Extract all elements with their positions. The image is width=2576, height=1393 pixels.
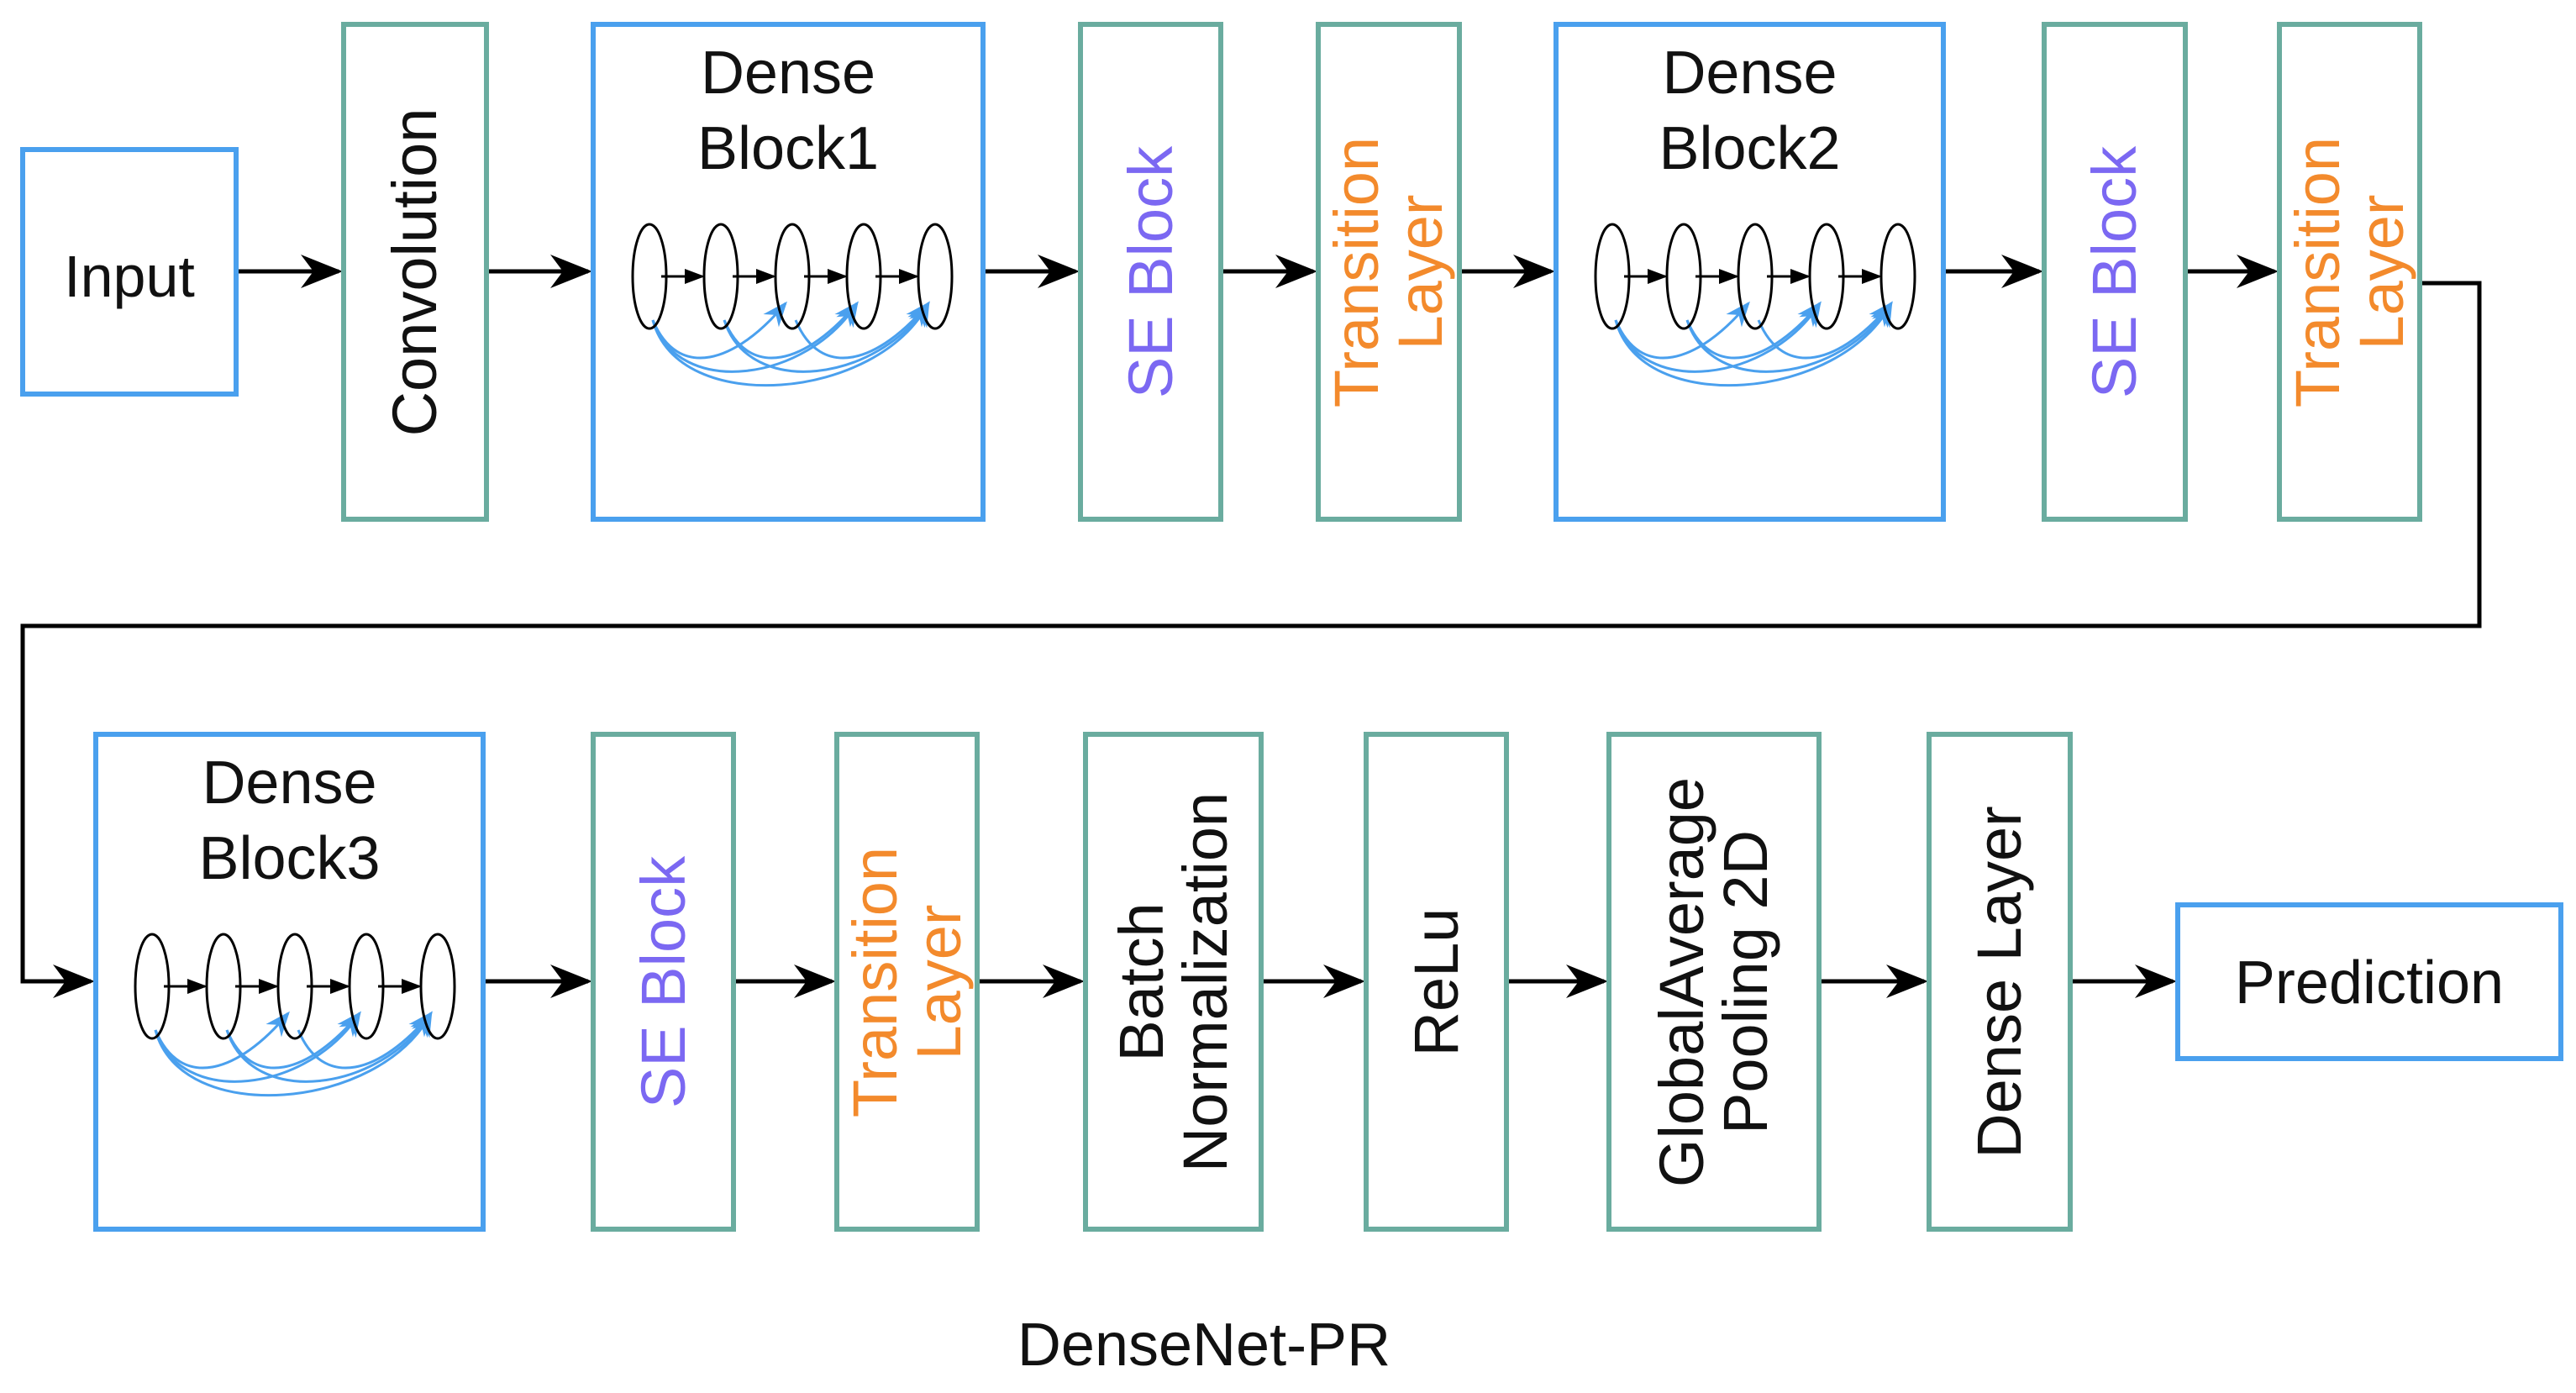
- dense-skip-connection-arrow: [723, 301, 859, 360]
- layer-node-ellipse: [702, 223, 739, 330]
- se-block-3-node: SE Block: [591, 732, 736, 1232]
- dense-skip-connection-arrow: [1614, 301, 1893, 386]
- se-block-2-node: SE Block: [2042, 22, 2188, 522]
- transition-layer-1-node: Transition Layer: [1316, 22, 1462, 522]
- dense-skip-connection-arrow: [651, 301, 930, 386]
- dense-skip-connection-arrow: [794, 301, 930, 360]
- dense-layer-node: Dense Layer: [1927, 732, 2073, 1232]
- convolution-label: Convolution: [380, 108, 449, 436]
- transition-layer-1-label: Transition Layer: [1322, 136, 1455, 407]
- batch-normalization-label: Batch Normalization: [1106, 791, 1240, 1172]
- global-average-pooling-node: GlobalAverage Pooling 2D: [1606, 732, 1822, 1232]
- dense-skip-connection-arrow: [1685, 301, 1893, 373]
- dense-block-1-label: Dense Block1: [697, 39, 880, 182]
- dense-block-2-label: Dense Block2: [1659, 39, 1841, 182]
- se-block-3-label: SE Block: [628, 855, 698, 1108]
- transition-layer-2-label: Transition Layer: [2282, 136, 2416, 407]
- dense-layer-label: Dense Layer: [1964, 805, 2034, 1159]
- dense-skip-connection-arrow: [225, 1011, 361, 1070]
- arrow-transition2-denseblock3: [20, 281, 2482, 998]
- dense-block-1-node: Dense Block1: [591, 22, 986, 522]
- layer-node-ellipse: [134, 933, 171, 1040]
- relu-node: ReLu: [1364, 732, 1509, 1232]
- convolution-node: Convolution: [341, 22, 489, 522]
- transition-layer-3-label: Transition Layer: [839, 846, 974, 1117]
- layer-node-ellipse: [1879, 223, 1916, 330]
- layer-node-ellipse: [1808, 223, 1845, 330]
- layer-node-ellipse: [917, 223, 954, 330]
- dense-skip-connection-arrow: [154, 1011, 361, 1083]
- se-block-1-node: SE Block: [1078, 22, 1223, 522]
- layer-node-ellipse: [348, 933, 385, 1040]
- input-node: Input: [20, 147, 239, 397]
- dense-connectivity-graph: [1594, 223, 1916, 386]
- dense-block-3-label: Dense Block3: [198, 749, 381, 892]
- se-block-2-label: SE Block: [2079, 145, 2149, 398]
- layer-node-ellipse: [205, 933, 242, 1040]
- transition-layer-2-node: Transition Layer: [2277, 22, 2422, 522]
- input-label: Input: [64, 244, 195, 309]
- dense-skip-connection-arrow: [225, 1011, 433, 1083]
- diagram-caption: DenseNet-PR: [1017, 1312, 1391, 1379]
- layer-node-ellipse: [1737, 223, 1774, 330]
- dense-connectivity-graph: [134, 933, 456, 1096]
- layer-node-ellipse: [631, 223, 668, 330]
- dense-block-2-node: Dense Block2: [1553, 22, 1946, 522]
- prediction-node: Prediction: [2175, 902, 2563, 1061]
- dense-skip-connection-arrow: [1685, 301, 1822, 360]
- dense-skip-connection-arrow: [1614, 301, 1750, 360]
- layer-node-ellipse: [276, 933, 313, 1040]
- layer-node-ellipse: [419, 933, 456, 1040]
- relu-label: ReLu: [1401, 907, 1471, 1056]
- batch-normalization-node: Batch Normalization: [1083, 732, 1264, 1232]
- layer-node-ellipse: [845, 223, 882, 330]
- dense-skip-connection-arrow: [723, 301, 930, 373]
- dense-skip-connection-arrow: [651, 301, 859, 373]
- transition-layer-3-node: Transition Layer: [834, 732, 980, 1232]
- dense-skip-connection-arrow: [1757, 301, 1893, 360]
- prediction-label: Prediction: [2234, 949, 2505, 1017]
- dense-skip-connection-arrow: [154, 1011, 290, 1070]
- dense-connectivity-graph: [631, 223, 954, 386]
- dense-block-3-node: Dense Block3: [93, 732, 486, 1232]
- global-average-pooling-label: GlobalAverage Pooling 2D: [1647, 776, 1780, 1187]
- layer-node-ellipse: [1665, 223, 1702, 330]
- dense-skip-connection-arrow: [651, 301, 787, 360]
- layer-node-ellipse: [774, 223, 811, 330]
- se-block-1-label: SE Block: [1115, 145, 1185, 398]
- layer-node-ellipse: [1594, 223, 1631, 330]
- dense-skip-connection-arrow: [154, 1011, 433, 1096]
- dense-skip-connection-arrow: [1614, 301, 1822, 373]
- dense-skip-connection-arrow: [297, 1011, 433, 1070]
